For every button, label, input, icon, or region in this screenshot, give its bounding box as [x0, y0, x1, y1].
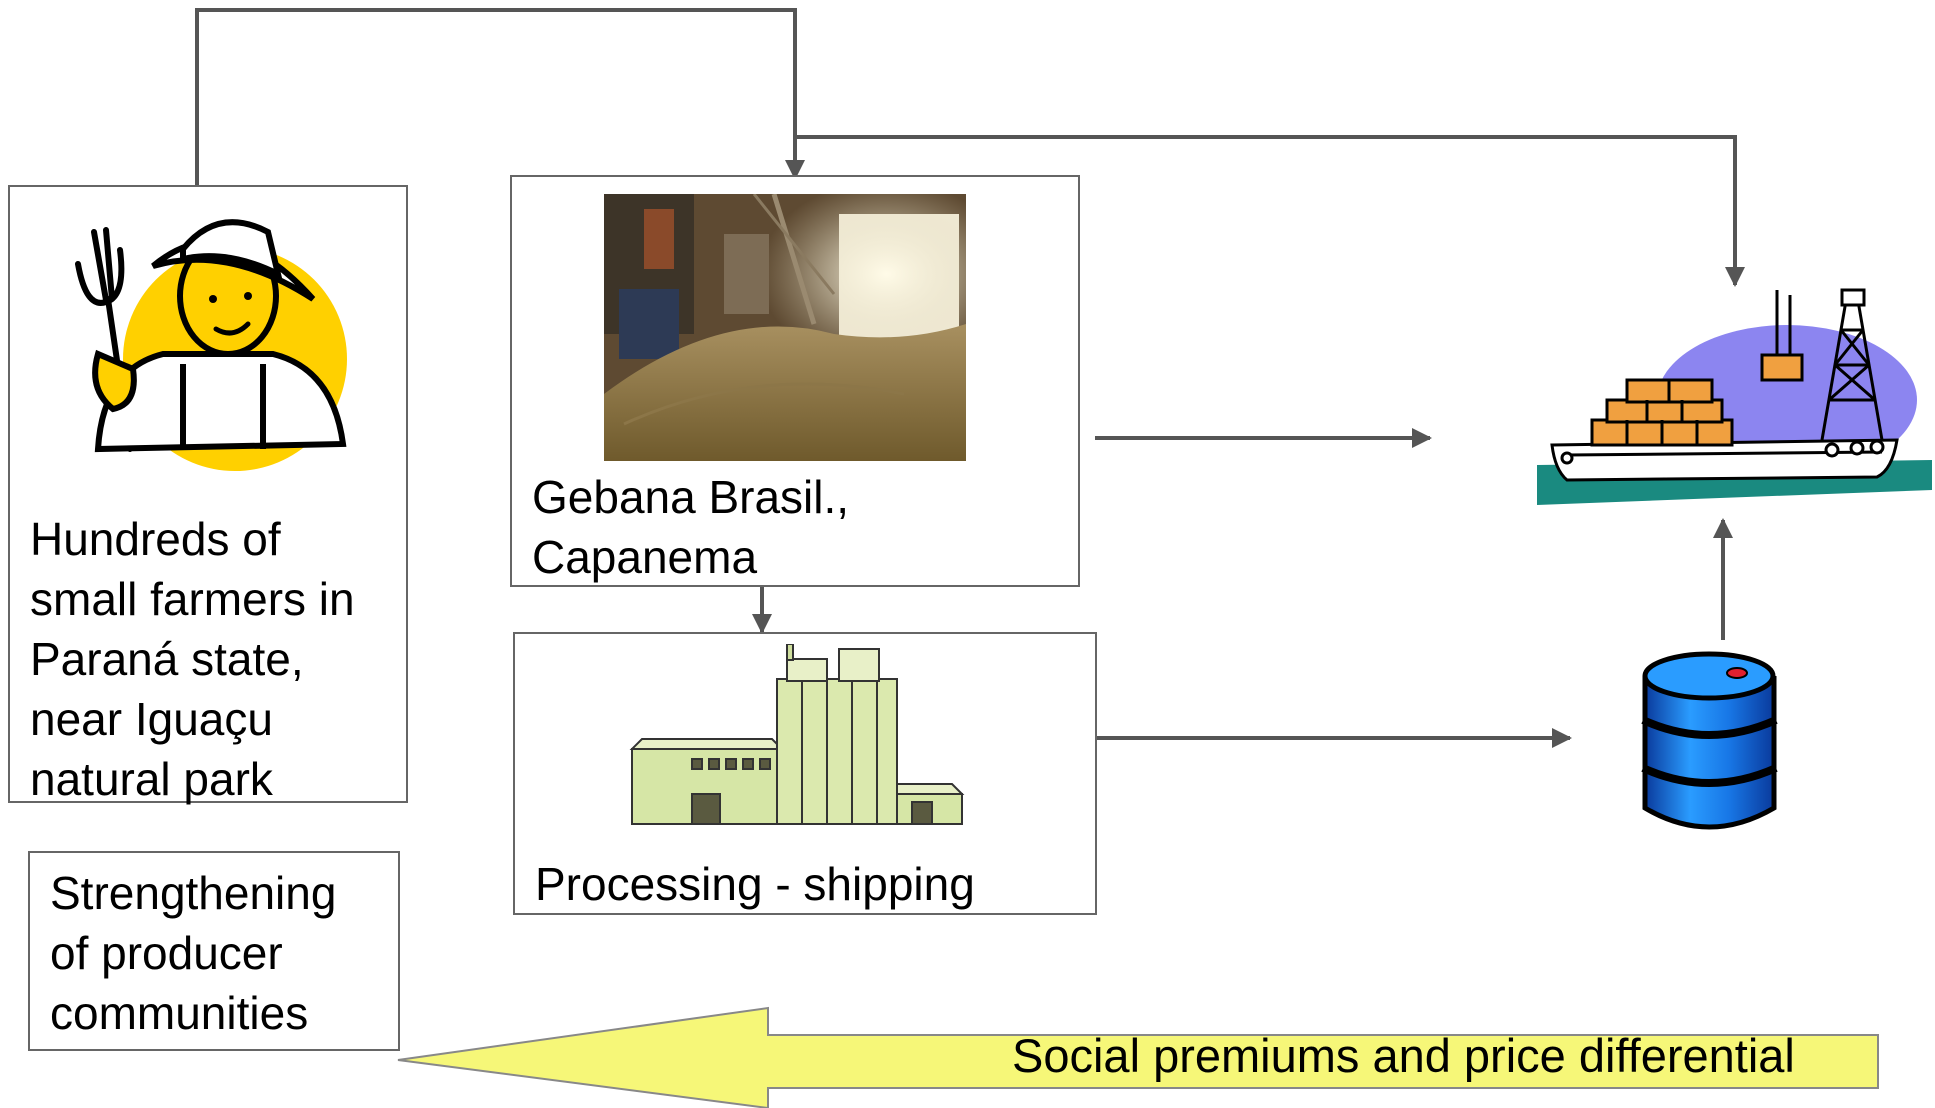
premium-arrow-shape [397, 1006, 1879, 1108]
farmers-label-line: near Iguaçu [30, 693, 273, 745]
strengthening-label-line: of producer [50, 927, 283, 979]
connector-gebana-to-ship [795, 135, 1745, 287]
premium-arrow-label: Social premiums and price differential [1012, 1029, 1795, 1082]
farmers-box: Hundreds of small farmers in Paraná stat… [8, 185, 408, 805]
farmers-label-line: natural park [30, 753, 273, 805]
gebana-label-line: Gebana Brasil., [532, 471, 850, 523]
gebana-box: Gebana Brasil., Capanema [510, 175, 1080, 587]
farmers-label-line: Paraná state, [30, 633, 304, 685]
processing-label: Processing - shipping [535, 858, 975, 910]
strengthening-label-line: communities [50, 987, 309, 1039]
connector-farmers-to-gebana [195, 8, 805, 185]
strengthening-label-line: Strengthening [50, 867, 337, 919]
farmers-label-line: Hundreds of [30, 513, 281, 565]
farmers-label: Hundreds of small farmers in Paraná stat… [30, 509, 355, 809]
oil-barrel-icon [1641, 651, 1778, 830]
grain-warehouse-photo [604, 194, 966, 461]
strengthening-label: Strengthening of producer communities [50, 863, 336, 1043]
factory-icon [629, 644, 965, 825]
gebana-label: Gebana Brasil., Capanema [532, 467, 849, 587]
farmers-label-line: small farmers in [30, 573, 355, 625]
cargo-ship-icon [1537, 288, 1932, 505]
gebana-label-line: Capanema [532, 531, 758, 583]
farmer-icon [75, 219, 347, 471]
strengthening-box: Strengthening of producer communities [28, 851, 400, 1051]
processing-box: Processing - shipping [513, 632, 1097, 915]
